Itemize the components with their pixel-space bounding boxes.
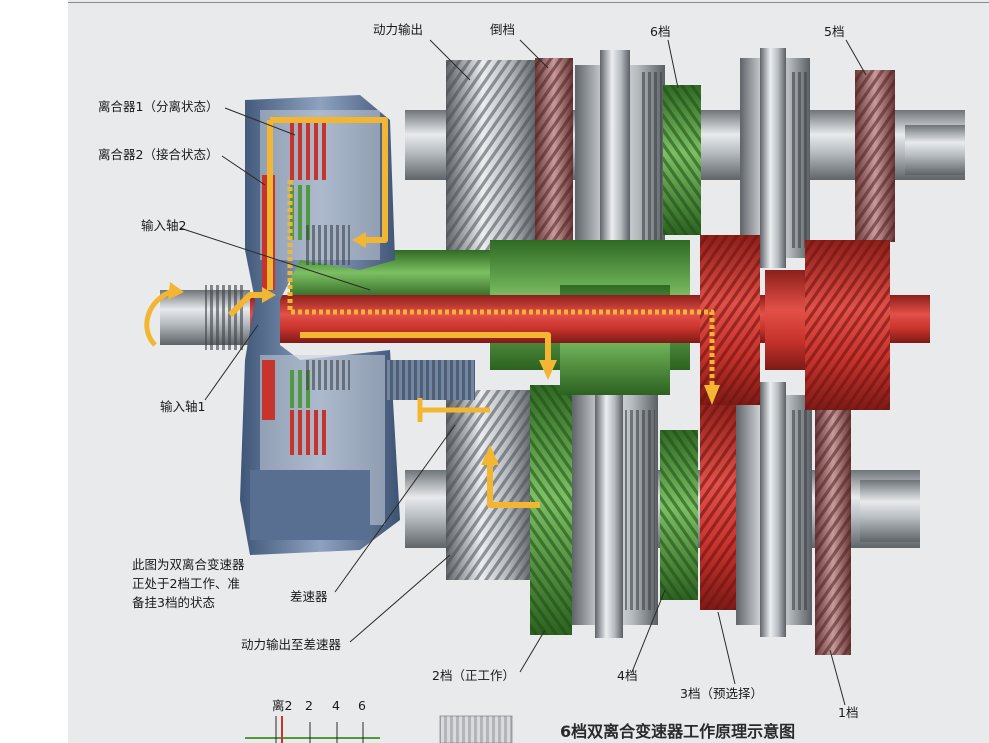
diagram-title: 6档双离合变速器工作原理示意图 [560,722,796,741]
label-gear-4: 4档 [617,668,638,683]
legend-gear-4: 4 [332,698,340,713]
label-gear-6: 6档 [650,24,671,39]
label-clutch-1: 离合器1（分离状态） [98,99,219,114]
label-input-shaft-2: 输入轴2 [141,218,187,233]
input-shafts [160,235,930,410]
label-gear-5: 5档 [824,24,845,39]
top-rule [68,2,989,3]
label-gear-3: 3档（预选择） [680,686,763,701]
label-input-shaft-1: 输入轴1 [160,399,206,414]
legend-gear-2: 2 [305,698,313,713]
label-differential: 差速器 [290,589,328,604]
leader-lines [179,39,867,706]
legend-clutch-2: 离2 [272,698,293,713]
diagram-note: 此图为双离合变速器正处于2档工作、准备挂3档的状态 [132,557,245,610]
label-gear-2: 2档（正工作） [432,668,515,683]
label-power-to-differential: 动力输出至差速器 [241,637,342,652]
lower-output-shaft [405,365,920,655]
label-gear-1: 1档 [838,705,859,720]
legend-gear-6: 6 [358,698,366,713]
upper-output-shaft [405,48,965,270]
label-reverse-gear: 倒档 [490,22,516,37]
gear-legend-lines [245,715,513,743]
power-flow-arrows [144,117,720,508]
dual-clutch-housing [240,95,475,555]
label-clutch-2: 离合器2（接合状态） [98,147,219,162]
label-power-output: 动力输出 [373,22,424,37]
